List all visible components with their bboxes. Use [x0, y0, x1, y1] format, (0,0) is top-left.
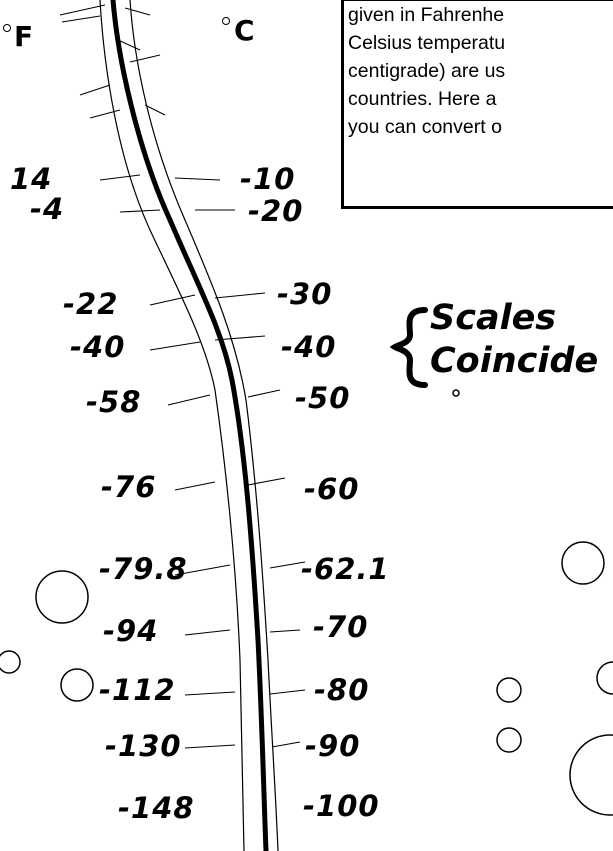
fahrenheit-value: -40 [70, 330, 126, 364]
thermometer-column [110, 0, 269, 851]
fahrenheit-value: -4 [30, 192, 65, 226]
top-scale-marks [59, 4, 166, 119]
bubble [452, 389, 460, 397]
fahrenheit-value: -148 [118, 791, 195, 825]
fahrenheit-value: -58 [86, 385, 142, 419]
fahrenheit-value: -22 [63, 287, 119, 321]
column-outline-right [129, 0, 279, 851]
bubble [35, 570, 89, 624]
explanation-text-box: given in Fahrenhe Celsius temperatu cent… [341, 0, 613, 209]
celsius-degree-symbol [222, 17, 230, 25]
celsius-value: -40 [281, 330, 337, 364]
bubble [0, 650, 21, 674]
fahrenheit-value: 14 [10, 162, 53, 196]
column-outline-left [99, 0, 245, 851]
celsius-value: -60 [304, 472, 360, 506]
text-box-line: you can convert o [348, 116, 502, 138]
celsius-value: -100 [303, 789, 380, 823]
bubbles [0, 389, 613, 816]
bubble [569, 734, 613, 816]
celsius-value: -30 [277, 277, 333, 311]
text-box-line: given in Fahrenhe [348, 4, 505, 26]
bubble [561, 541, 605, 585]
fahrenheit-value: -130 [105, 729, 182, 763]
bubble [496, 677, 522, 703]
text-box-line: Celsius temperatu [348, 32, 506, 54]
celsius-value: -20 [248, 194, 304, 228]
text-box-line: countries. Here a [348, 88, 497, 110]
fahrenheit-value: -79.8 [99, 552, 188, 586]
celsius-value: -90 [305, 729, 361, 763]
bubble [496, 727, 522, 753]
fahrenheit-degree-symbol [3, 24, 11, 32]
celsius-value: -10 [240, 162, 296, 196]
coincide-brace [389, 307, 428, 388]
fahrenheit-value: -76 [101, 470, 157, 504]
fahrenheit-value: -94 [103, 614, 159, 648]
celsius-value: -50 [295, 381, 351, 415]
bubble [60, 668, 94, 702]
celsius-value: -62.1 [301, 552, 390, 586]
text-box-line: centigrade) are us [348, 60, 506, 82]
celsius-unit-label: C [234, 14, 255, 47]
scales-coincide-label-line1: Scales [430, 298, 557, 338]
bubble [596, 661, 613, 695]
celsius-value: -70 [313, 610, 369, 644]
scale-tick-marks [99, 174, 306, 749]
fahrenheit-unit-label: F [14, 20, 34, 53]
fahrenheit-value: -112 [99, 673, 176, 707]
celsius-value: -80 [314, 673, 370, 707]
scales-coincide-label-line2: Coincide [430, 341, 599, 381]
